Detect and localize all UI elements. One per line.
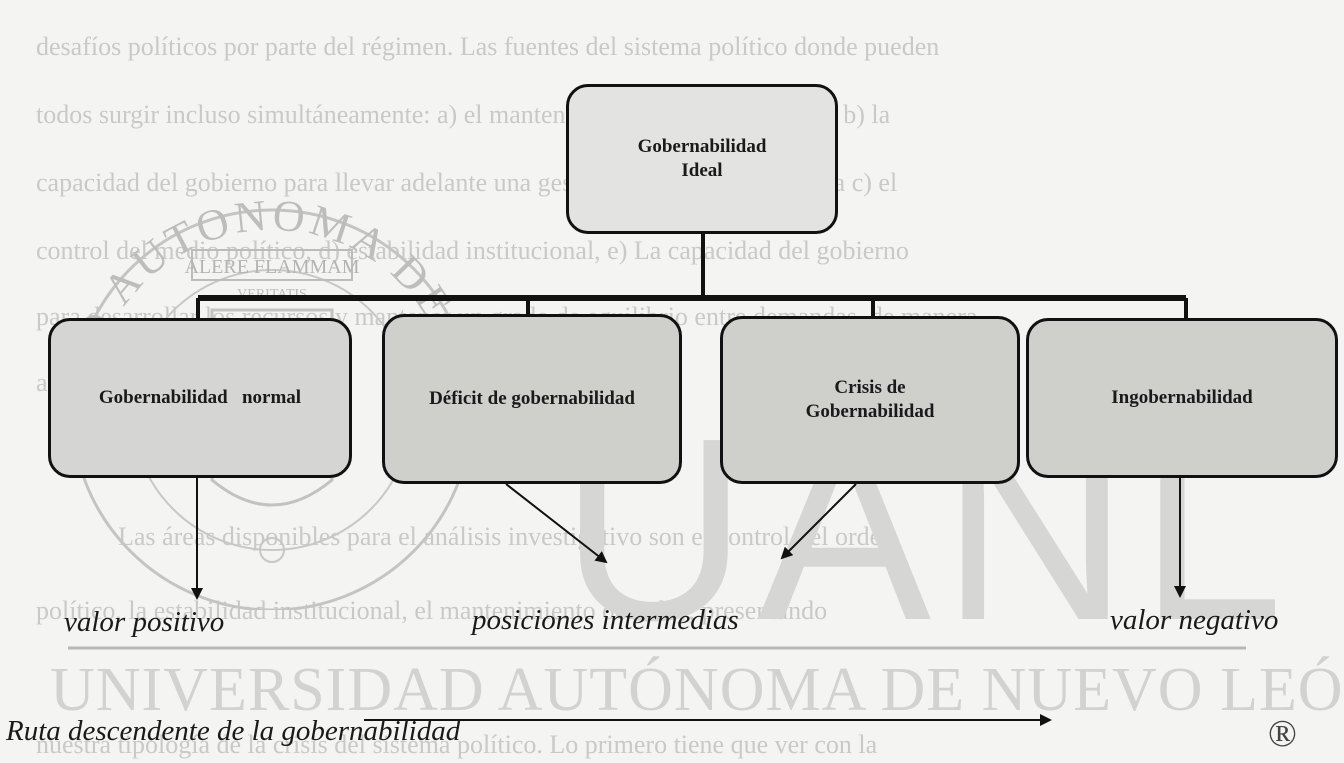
arrow-crisis (780, 483, 857, 560)
arrow-deficit (505, 483, 608, 564)
background-text-line: político, la estabilidad institucional, … (36, 596, 828, 625)
node-label: Déficit de gobernabilidad (429, 388, 635, 410)
svg-text:ALERE FLAMMAM: ALERE FLAMMAM (184, 256, 359, 278)
node-label: Gobernabilidad (637, 136, 767, 158)
node-crisis-gobernabilidad: Crisis de Gobernabilidad (720, 316, 1020, 484)
node-label: Ideal (681, 160, 723, 181)
node-label: Ingobernabilidad (1111, 387, 1253, 409)
background-text-line: nuestra tipología de la crisis del siste… (36, 730, 878, 759)
background-text-line: desafíos políticos por parte del régimen… (36, 32, 940, 61)
label-valor-negativo: valor negativo (1110, 604, 1279, 636)
node-gobernabilidad-ideal: Gobernabilidad Ideal (566, 84, 838, 234)
tree-connector (196, 232, 1188, 318)
university-name-watermark: UNIVERSIDAD AUTÓNOMA DE NUEVO LEÓN (50, 656, 1344, 724)
node-label: Crisis de (834, 377, 906, 399)
node-deficit-gobernabilidad: Déficit de gobernabilidad (382, 314, 682, 484)
background-text-line: Las áreas disponibles para el análisis i… (118, 522, 895, 551)
arrow-group (191, 478, 1186, 726)
label-valor-positivo: valor positivo (64, 606, 225, 638)
node-label: Gobernabilidad (805, 401, 935, 422)
label-posiciones-intermedias: posiciones intermedias (472, 604, 739, 636)
label-ruta-descendente: Ruta descendente de la gobernabilidad (6, 715, 461, 747)
node-label: Gobernabilidad normal (98, 387, 302, 409)
background-text-line: control del medio político, d) estabilid… (36, 236, 909, 265)
registered-mark: ® (1268, 713, 1297, 755)
node-gobernabilidad-normal: Gobernabilidad normal (48, 318, 352, 478)
node-ingobernabilidad: Ingobernabilidad (1026, 318, 1338, 478)
